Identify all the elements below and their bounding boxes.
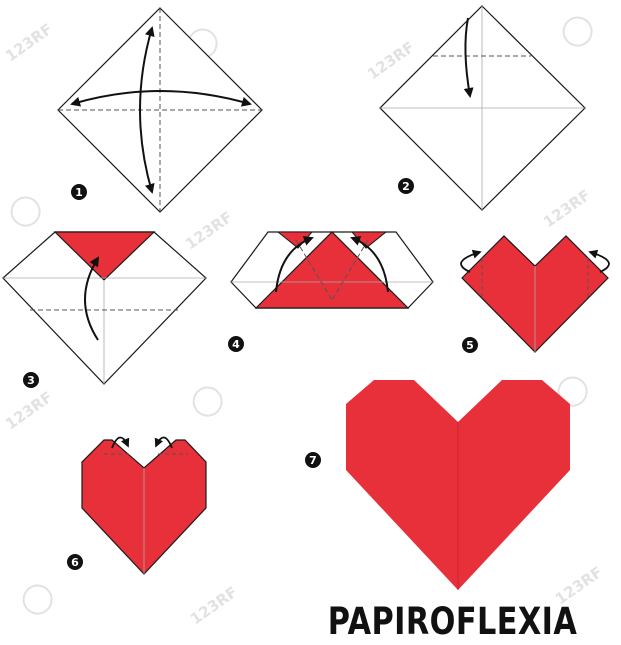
watermark-text: 123RF xyxy=(2,388,56,433)
watermark-text: 123RF xyxy=(540,186,594,231)
step-number: 1 xyxy=(75,186,83,199)
watermark-text: 123RF xyxy=(182,208,236,253)
step-6: 6 xyxy=(67,437,206,574)
step-number: 7 xyxy=(309,454,317,467)
step-number: 2 xyxy=(402,180,410,193)
step-5: 5 xyxy=(461,236,609,353)
watermark-text: 123RF xyxy=(364,38,418,83)
watermark-text: 123RF xyxy=(2,20,56,65)
step-number: 4 xyxy=(232,338,240,351)
step-7: 7 xyxy=(305,380,570,590)
paper-square xyxy=(58,8,262,212)
step-number: 6 xyxy=(71,556,79,569)
watermark-text: 123RF xyxy=(187,583,241,628)
step-number: 3 xyxy=(27,374,35,387)
step-1: 1 xyxy=(58,8,262,212)
step-4: 4 xyxy=(228,232,433,352)
caption-title: PAPIROFLEXIA xyxy=(328,600,577,643)
step-3: 3 xyxy=(3,232,206,388)
step-2: 2 xyxy=(380,6,585,210)
step-number: 5 xyxy=(466,339,474,352)
